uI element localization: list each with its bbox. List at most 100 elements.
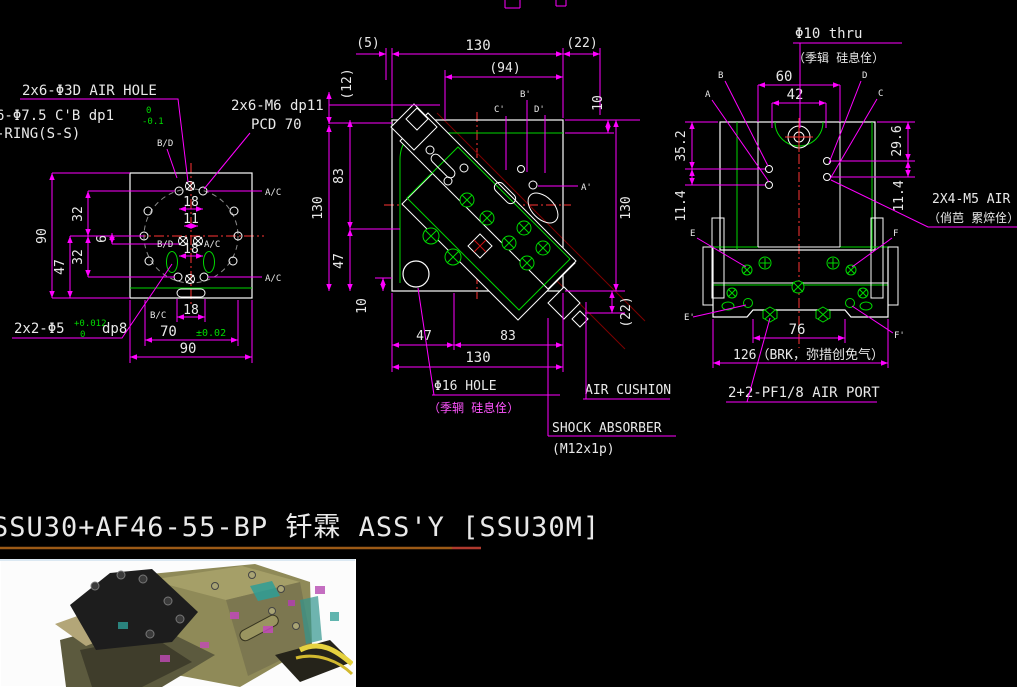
- dimension-lines: [689, 82, 911, 366]
- dim-11: 11: [183, 212, 199, 227]
- base-fittings: [721, 256, 873, 323]
- diagonal-centerline-2: [436, 112, 646, 322]
- dim-94: (94): [489, 61, 520, 76]
- section-mark-b-prime: B': [520, 90, 531, 100]
- dim-32-lower: 32: [71, 249, 86, 265]
- phi10-crosshair: [785, 124, 813, 152]
- dim-12: (12): [340, 68, 355, 99]
- dim-22-top: (22): [566, 36, 597, 51]
- air-hole-label: 2x6-Φ3D AIR HOLE: [22, 83, 157, 99]
- dim-47: 47: [53, 259, 68, 275]
- section-mark-e: E: [690, 229, 695, 239]
- dim-130-top: 130: [465, 38, 490, 54]
- green-edges: [713, 122, 888, 286]
- dim-60: 60: [776, 69, 793, 85]
- dim-10-topright: 10: [591, 95, 606, 111]
- dim-130-left: 130: [311, 196, 326, 219]
- section-mark-ac-2: A/C: [265, 274, 281, 284]
- f-leader: [851, 237, 893, 268]
- dim-10-bottomleft: 10: [355, 298, 370, 314]
- dim-11-4-right: 11.4: [892, 180, 907, 211]
- phi10-label: Φ10 thru: [795, 26, 862, 42]
- dim-47-bottom: 47: [416, 329, 432, 344]
- dim-83-left: 83: [332, 168, 347, 184]
- dim-42: 42: [787, 87, 804, 103]
- dim-35-2: 35.2: [674, 130, 689, 161]
- section-mark-bd-mid: B/D: [157, 240, 173, 250]
- dim-90-bottom: 90: [180, 341, 197, 357]
- section-mark-ac-mid: A/C: [204, 240, 220, 250]
- dim-18-top: 18: [183, 195, 199, 210]
- f-prime-leader: [851, 305, 894, 334]
- a-leader: [711, 99, 770, 183]
- m5-air-note: （俏芭 累焠佺）: [928, 211, 1017, 225]
- dimension-lines: [49, 173, 252, 360]
- drawing-title: SSU30+AF46-55-BP 钎霖 ASS'Y [SSU30M]: [0, 512, 600, 543]
- front-view: 90 47 32 32 6 18 11 18 18 70 ±0.02 90 B/…: [0, 83, 324, 363]
- dim-32-upper: 32: [71, 206, 86, 222]
- table-outline: [391, 119, 564, 292]
- diagonal-slide-assembly: [390, 103, 589, 328]
- callout-air-hole: 2x6-Φ3D AIR HOLE: [20, 83, 189, 183]
- section-mark-a: A: [705, 90, 711, 100]
- m5-air-screws: [765, 157, 831, 189]
- brk-dim-label: 126（BRK，弥措创免气）: [733, 347, 884, 363]
- wing-right: [887, 246, 899, 306]
- dim-130-right: 130: [619, 196, 634, 219]
- e-prime-leader: [692, 304, 747, 318]
- section-mark-bd-top: B/D: [157, 139, 173, 149]
- center-key-cross: [473, 239, 487, 253]
- callout-dowel: 2x2-Φ5 +0.012 0 dp8: [12, 263, 173, 340]
- dowel-tol-lower: 0: [80, 330, 85, 340]
- oring-label: -RING(S-S): [0, 126, 80, 142]
- dim-83-bottom: 83: [500, 329, 516, 344]
- section-mark-f: F: [893, 229, 898, 239]
- body-outline: [719, 121, 876, 251]
- side-view: A B C D E F E' F' 60 42 29.6 11.4 35.2 1…: [674, 26, 1017, 403]
- pcd-label: PCD 70: [251, 117, 302, 133]
- bottom-slot: [176, 288, 206, 298]
- shock-absorber-thread: (M12x1p): [552, 442, 615, 457]
- dim-5: (5): [356, 36, 379, 51]
- dim-70: 70: [160, 324, 177, 340]
- dowel-label: 2x2-Φ5: [14, 321, 65, 337]
- section-mark-a-prime: A': [581, 183, 592, 193]
- wing-left: [702, 246, 714, 306]
- dim-22-right: (22): [619, 296, 634, 327]
- dim-18-bottom: 18: [183, 303, 199, 318]
- dowel-tol-upper: +0.012: [74, 319, 107, 329]
- phi16-note: （季辋 硅息佺）: [428, 400, 519, 415]
- section-mark-e-prime: E': [684, 313, 695, 323]
- shock-absorber-tip: [571, 310, 589, 328]
- b-leader: [724, 80, 769, 167]
- counterbore-tol-lower: -0.1: [142, 117, 164, 127]
- shock-absorber-body: [547, 286, 581, 320]
- air-cushion-label: AIR CUSHION: [585, 383, 671, 398]
- callout-phi10: Φ10 thru （季辑 硅息佺）: [793, 26, 902, 128]
- callout-phi16: Φ16 HOLE （季辋 硅息佺）: [417, 287, 560, 415]
- m5-air-label: 2X4-M5 AIR: [932, 192, 1010, 207]
- section-mark-ac-1: A/C: [265, 188, 281, 198]
- side-plate-right: [870, 217, 884, 299]
- end-block-boss: [405, 107, 429, 131]
- dim-90-left: 90: [35, 228, 50, 244]
- c-leader: [829, 98, 878, 180]
- thumbnail-image: [55, 564, 353, 687]
- dim-70-tolerance: ±0.02: [196, 328, 226, 339]
- callout-air-cushion: AIR CUSHION: [583, 302, 671, 400]
- section-mark-c-prime: C': [494, 105, 505, 115]
- extension-lines: [52, 172, 262, 363]
- callout-m6: 2x6-M6 dp11 PCD 70: [203, 98, 324, 190]
- extension-lines: [328, 48, 640, 372]
- render-thumbnail: [0, 559, 356, 687]
- m6-bolts: [178, 181, 203, 284]
- dim-18-mid: 18: [183, 242, 199, 257]
- d-leader: [828, 80, 862, 164]
- dowel-depth-label: dp8: [102, 321, 127, 337]
- section-mark-c: C: [878, 89, 883, 99]
- dowel-oval-left: [166, 251, 178, 273]
- e-leader: [696, 237, 747, 268]
- m6-label: 2x6-M6 dp11: [231, 98, 324, 114]
- counterbore-tol-upper: 0: [146, 106, 151, 116]
